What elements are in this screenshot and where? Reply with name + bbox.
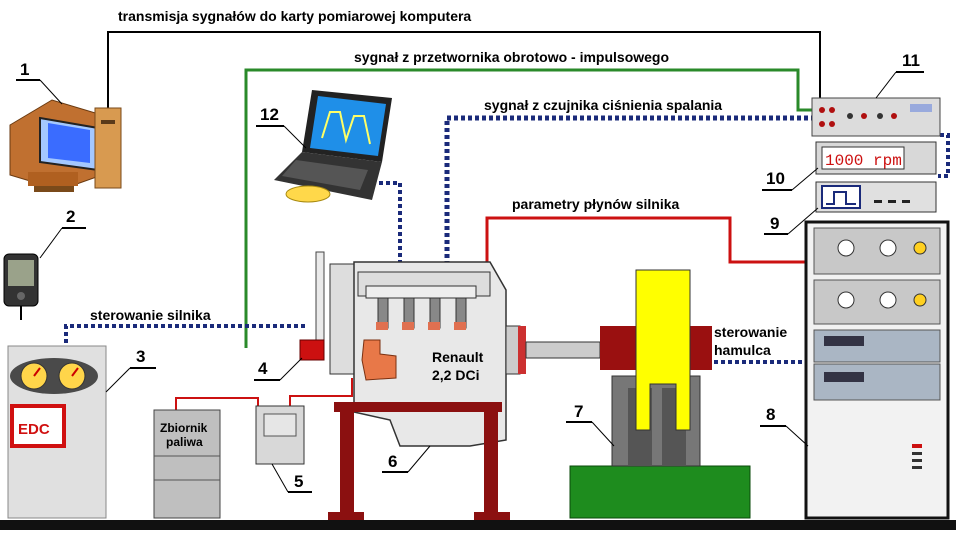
floor-bar <box>0 520 956 530</box>
svg-text:5: 5 <box>294 472 303 491</box>
control-cabinet <box>804 220 950 520</box>
engine-control-line <box>64 324 308 350</box>
callout-5: 5 <box>271 463 312 493</box>
callout-6: 6 <box>382 445 431 473</box>
fuel-line-1 <box>175 397 259 410</box>
label-fluid-params: parametry płynów silnika <box>512 196 679 212</box>
label-engine-control: sterowanie silnika <box>90 307 211 323</box>
fuel-meter <box>255 405 305 465</box>
fuel-tank <box>153 409 221 519</box>
edc-label: EDC <box>18 421 50 438</box>
svg-text:8: 8 <box>766 405 775 424</box>
svg-text:2: 2 <box>66 207 75 226</box>
oscilloscope <box>815 181 937 213</box>
callout-8: 8 <box>760 405 809 447</box>
callout-1: 1 <box>16 60 63 105</box>
laptop-cable <box>372 181 402 300</box>
tachometer-display <box>815 141 937 175</box>
brake-dynamometer <box>569 269 751 519</box>
callout-7: 7 <box>566 402 615 447</box>
label-engine-model: 2,2 DCi <box>432 367 479 383</box>
engine <box>315 251 601 447</box>
label-brake-control-2: hamulca <box>714 342 771 358</box>
computer-icon <box>9 99 122 192</box>
fuel-line-2 <box>289 378 353 408</box>
label-brake-control-1: sterowanie <box>714 324 787 340</box>
svg-text:12: 12 <box>260 105 279 124</box>
callout-2: 2 <box>39 207 86 259</box>
svg-text:7: 7 <box>574 402 583 421</box>
svg-text:11: 11 <box>902 51 920 70</box>
edc-unit <box>7 345 107 519</box>
sensor-box-4 <box>299 339 325 361</box>
svg-text:4: 4 <box>258 359 268 378</box>
label-pressure-signal: sygnał z czujnika ciśnienia spalania <box>484 97 722 113</box>
computer-signal-line <box>107 31 821 110</box>
fluid-params-line <box>485 216 812 272</box>
svg-text:6: 6 <box>388 452 397 471</box>
rpm-readout: 1000 rpm <box>825 152 902 170</box>
instrument-cable <box>938 133 950 178</box>
engine-stand <box>328 402 510 520</box>
label-engine-name: Renault <box>432 349 484 365</box>
callout-12: 12 <box>256 105 307 149</box>
svg-text:9: 9 <box>770 214 779 233</box>
label-speed-signal: sygnał z przetwornika obrotowo - impulso… <box>354 49 669 65</box>
callout-10: 10 <box>762 167 819 191</box>
label-tank-2: paliwa <box>166 435 203 449</box>
injectors <box>376 297 467 330</box>
callout-4: 4 <box>254 357 303 381</box>
callout-9: 9 <box>764 207 819 235</box>
measurement-card-panel <box>811 97 941 137</box>
speed-signal-line <box>244 68 818 348</box>
svg-text:1: 1 <box>20 60 29 79</box>
label-tank-1: Zbiornik <box>160 421 208 435</box>
svg-text:3: 3 <box>136 347 145 366</box>
callout-3: 3 <box>105 347 156 393</box>
callout-11: 11 <box>875 51 924 99</box>
pda-icon <box>3 253 39 320</box>
laptop-icon <box>274 90 392 203</box>
svg-text:10: 10 <box>766 169 785 188</box>
pressure-signal-line <box>444 115 812 300</box>
label-top-signal: transmisja sygnałów do karty pomiarowej … <box>118 8 471 24</box>
